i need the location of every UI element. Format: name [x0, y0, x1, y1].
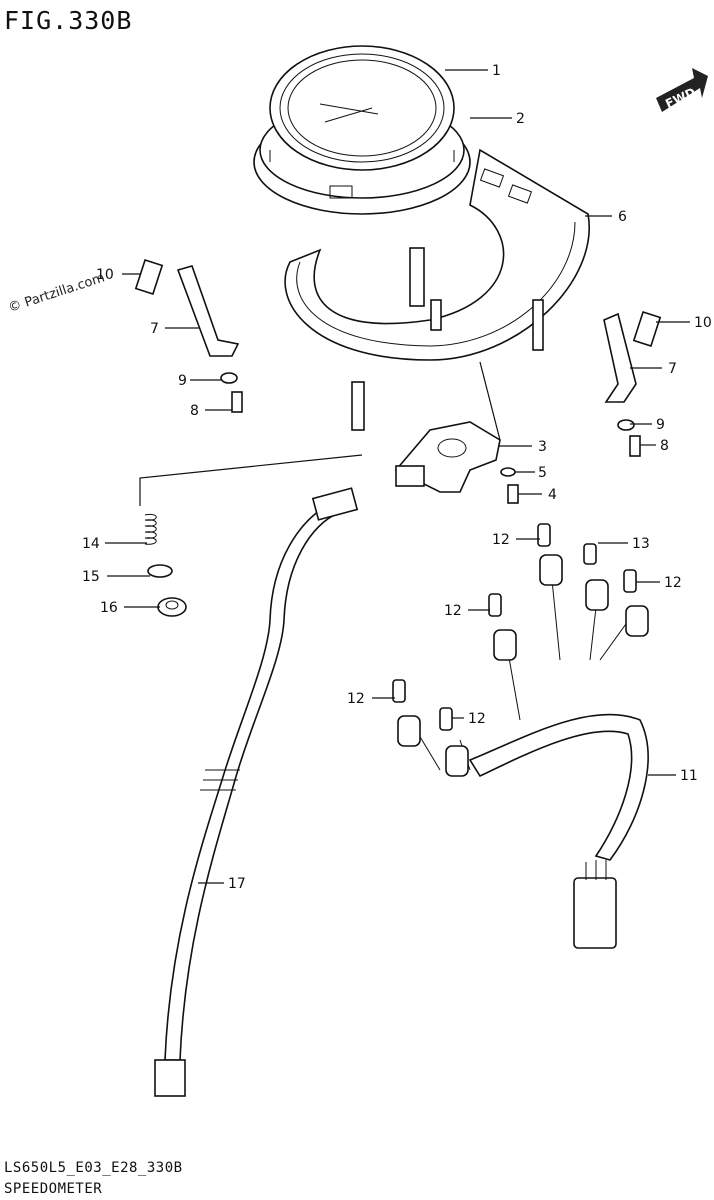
- callout-5: 5: [538, 465, 547, 481]
- callout-12-d: 12: [347, 691, 365, 707]
- meter-bracket-part: [284, 148, 590, 361]
- callout-7-left: 7: [150, 321, 159, 337]
- callout-11: 11: [680, 768, 698, 784]
- callout-10-left: 10: [96, 267, 114, 283]
- callout-12-b: 12: [664, 575, 682, 591]
- callout-9-right: 9: [656, 417, 665, 433]
- callout-12-c: 12: [444, 603, 462, 619]
- callout-2: 2: [516, 111, 525, 127]
- speedometer-gearbox-part: [394, 421, 501, 493]
- figure-title: FIG.330B: [4, 6, 133, 35]
- speedometer-cable-part: [154, 487, 359, 1097]
- fwd-arrow-icon: FWD: [656, 68, 708, 112]
- callout-15: 15: [82, 569, 100, 585]
- callout-8-right: 8: [660, 438, 669, 454]
- leader-lines: [105, 69, 690, 884]
- figure-caption: SPEEDOMETER: [4, 1181, 103, 1197]
- callout-6: 6: [618, 209, 627, 225]
- bracket-right-part: [603, 310, 662, 403]
- callout-17: 17: [228, 876, 246, 892]
- speedometer-head-part: [253, 45, 471, 215]
- callout-14: 14: [82, 536, 100, 552]
- bracket-left-part: [134, 258, 240, 357]
- callout-1: 1: [492, 63, 501, 79]
- spring-washer-seal-part: [144, 513, 187, 617]
- wiring-harness-part: [397, 554, 649, 949]
- model-code: LS650L5_E03_E28_330B: [4, 1160, 183, 1176]
- callout-10-right: 10: [694, 315, 712, 331]
- partzilla-watermark: © Partzilla.com: [7, 271, 107, 316]
- callout-13: 13: [632, 536, 650, 552]
- callout-4: 4: [548, 487, 557, 503]
- mounting-studs-part: [351, 247, 544, 441]
- callout-12-a: 12: [492, 532, 510, 548]
- callout-7-right: 7: [668, 361, 677, 377]
- callout-12-e: 12: [468, 711, 486, 727]
- callout-3: 3: [538, 439, 547, 455]
- washers-bolts-part: [220, 372, 641, 504]
- callout-9-left: 9: [178, 373, 187, 389]
- callout-8-left: 8: [190, 403, 199, 419]
- callout-16: 16: [100, 600, 118, 616]
- indicator-bulbs-part: [392, 523, 637, 731]
